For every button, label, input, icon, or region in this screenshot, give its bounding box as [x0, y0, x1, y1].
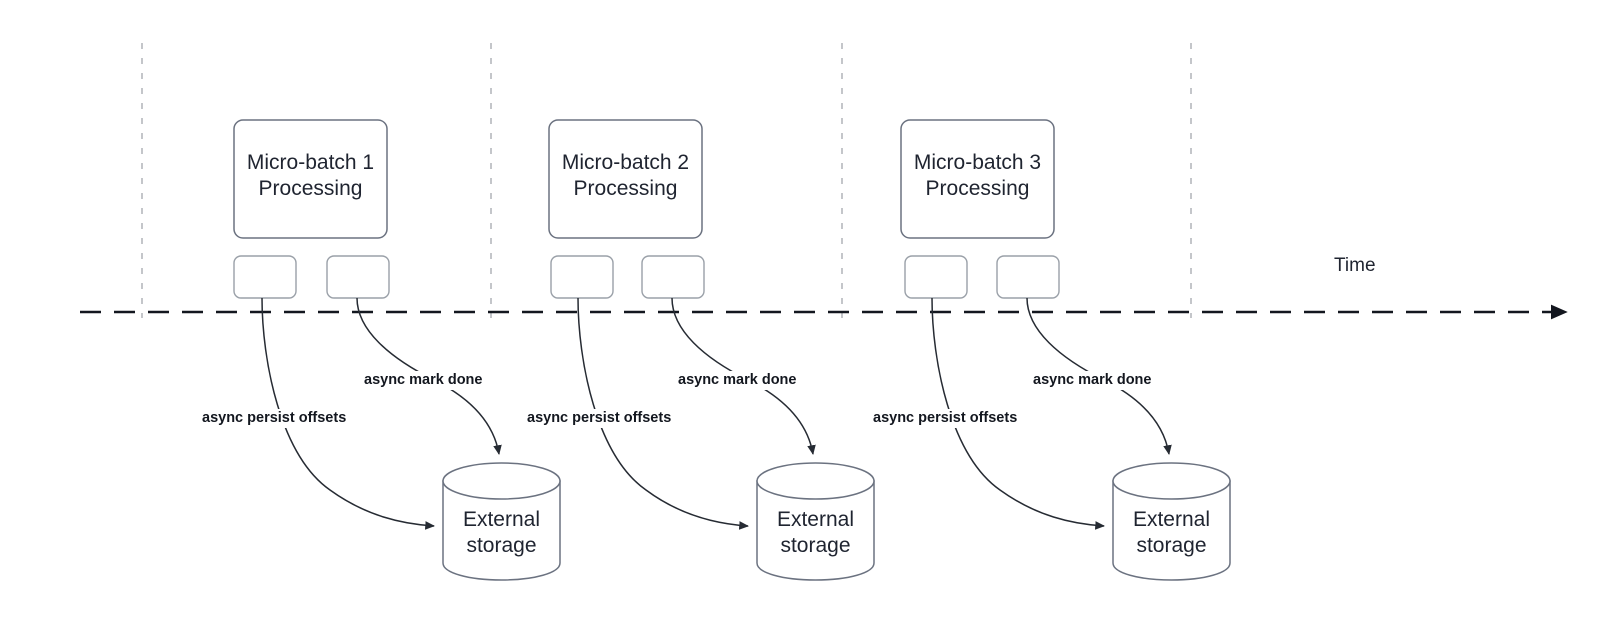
- persist-offsets-edge-2-arrow: [577, 297, 749, 530]
- time-axis-label: Time: [1334, 255, 1376, 276]
- micro-batch-3-group: [900, 119, 1231, 581]
- micro-batch-2-group: [548, 119, 875, 581]
- mark-done-task-2-box[interactable]: [641, 255, 705, 299]
- external-storage-1-cylinder[interactable]: [442, 462, 561, 581]
- persist-offsets-edge-3-arrow: [931, 297, 1105, 530]
- batch-boundary-dividers: [141, 43, 1192, 318]
- mark-done-edge-2-label: async mark done: [675, 371, 800, 390]
- persist-offsets-edge-2-label: async persist offsets: [524, 409, 675, 428]
- micro-batch-3-box[interactable]: [900, 119, 1055, 239]
- persist-offsets-edge-1-arrow: [261, 297, 435, 530]
- persist-offsets-edge-3-label: async persist offsets: [870, 409, 1021, 428]
- persist-offsets-edge-1-label: async persist offsets: [199, 409, 350, 428]
- external-storage-2-cylinder[interactable]: [756, 462, 875, 581]
- persist-offsets-task-3-box[interactable]: [904, 255, 968, 299]
- micro-batch-1-box[interactable]: [233, 119, 388, 239]
- mark-done-edge-3-label: async mark done: [1030, 371, 1155, 390]
- mark-done-task-3-box[interactable]: [996, 255, 1060, 299]
- mark-done-edge-1-label: async mark done: [361, 371, 486, 390]
- persist-offsets-task-1-box[interactable]: [233, 255, 297, 299]
- mark-done-task-1-box[interactable]: [326, 255, 390, 299]
- micro-batch-2-box[interactable]: [548, 119, 703, 239]
- persist-offsets-task-2-box[interactable]: [550, 255, 614, 299]
- micro-batch-1-group: [233, 119, 561, 581]
- external-storage-3-cylinder[interactable]: [1112, 462, 1231, 581]
